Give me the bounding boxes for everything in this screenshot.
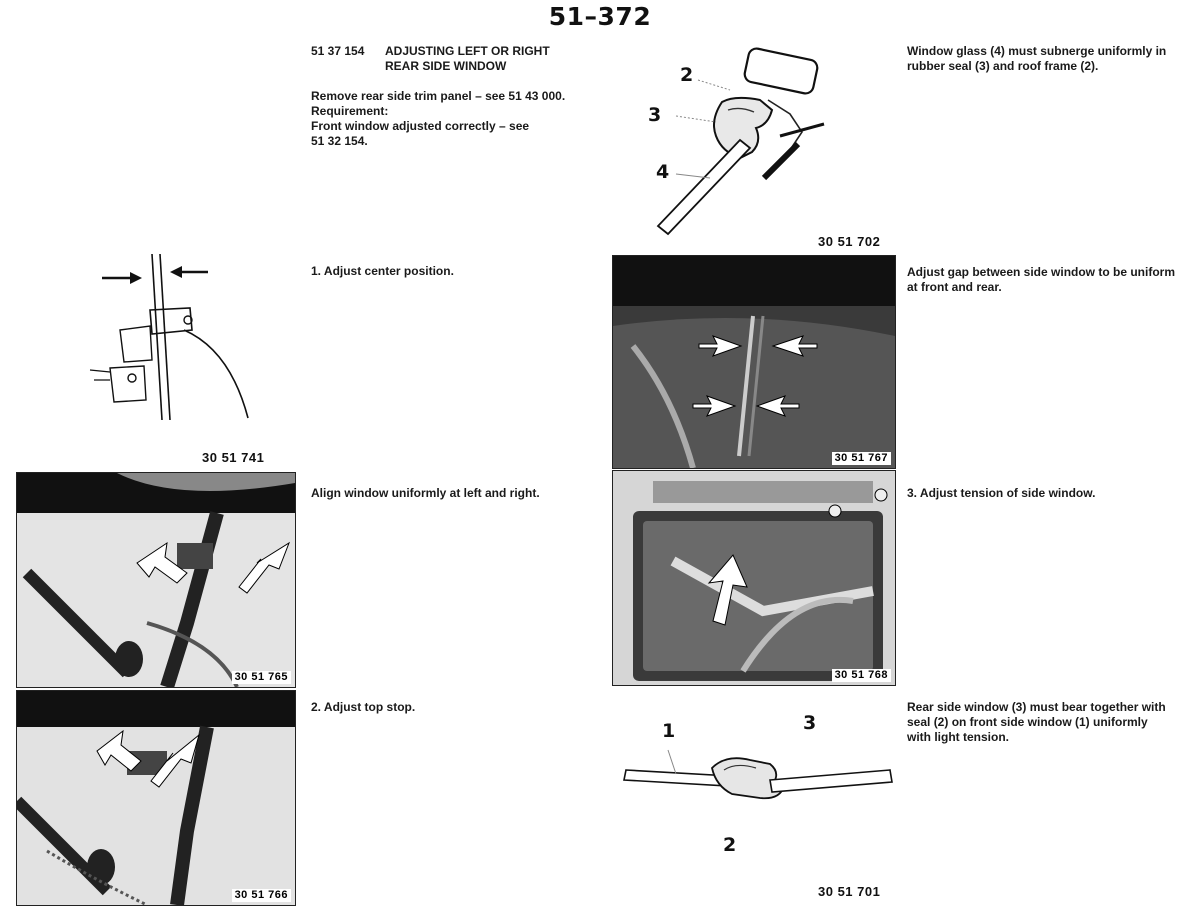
intro-text: Remove rear side trim panel – see 51 43 … [311,89,565,149]
callout-1: 1 [662,720,676,742]
figure-number: 30 51 741 [202,450,265,465]
figure-number: 30 51 702 [818,234,881,249]
section-code: 51 37 154 [311,44,365,58]
intro-line: Front window adjusted correctly – see [311,119,530,133]
callout-2: 2 [723,834,737,856]
caption-line: Rear side window (3) must bear together … [907,700,1166,714]
figure-number: 30 51 767 [831,452,891,465]
figure-number: 30 51 701 [818,884,881,899]
figure-number: 30 51 765 [231,671,291,684]
caption-line: rubber seal (3) and roof frame (2). [907,59,1099,73]
intro-line: Remove rear side trim panel – see 51 43 … [311,89,566,103]
figure-caption: Adjust gap between side window to be uni… [907,265,1175,295]
caption-line: seal (2) on front side window (1) unifor… [907,715,1148,729]
center-position-drawing [80,250,280,440]
callout-3: 3 [803,712,817,734]
window-regulator-photo: 30 51 768 [612,470,896,686]
section-title-line2: REAR SIDE WINDOW [385,59,507,73]
figure-caption: 3. Adjust tension of side window. [907,486,1096,500]
section-title-line1: ADJUSTING LEFT OR RIGHT [385,44,550,58]
caption-line: Adjust gap between side window to be uni… [907,265,1176,279]
figure-number: 30 51 766 [231,889,291,902]
caption-line: Window glass (4) must subnerge uniformly… [907,44,1167,58]
figure-caption: Align window uniformly at left and right… [311,486,540,500]
caption-line: with light tension. [907,730,1009,744]
caption-line: at front and rear. [907,280,1002,294]
callout-2: 2 [680,64,694,86]
intro-line: Requirement: [311,104,389,118]
figure-caption: 1. Adjust center position. [311,264,454,278]
intro-line: 51 32 154. [311,134,368,148]
seal-cross-section-drawing [640,40,840,240]
seal-contact-drawing [620,740,900,810]
door-interior-photo: 30 51 765 [16,472,296,688]
figure-number: 30 51 768 [831,669,891,682]
window-gap-photo: 30 51 767 [612,255,896,469]
page-number: 51–372 [548,2,652,31]
figure-caption: 2. Adjust top stop. [311,700,416,714]
figure-caption: Window glass (4) must subnerge uniformly… [907,44,1166,74]
figure-caption: Rear side window (3) must bear together … [907,700,1166,745]
callout-3: 3 [648,104,662,126]
top-stop-photo: 30 51 766 [16,690,296,906]
callout-4: 4 [656,161,670,183]
